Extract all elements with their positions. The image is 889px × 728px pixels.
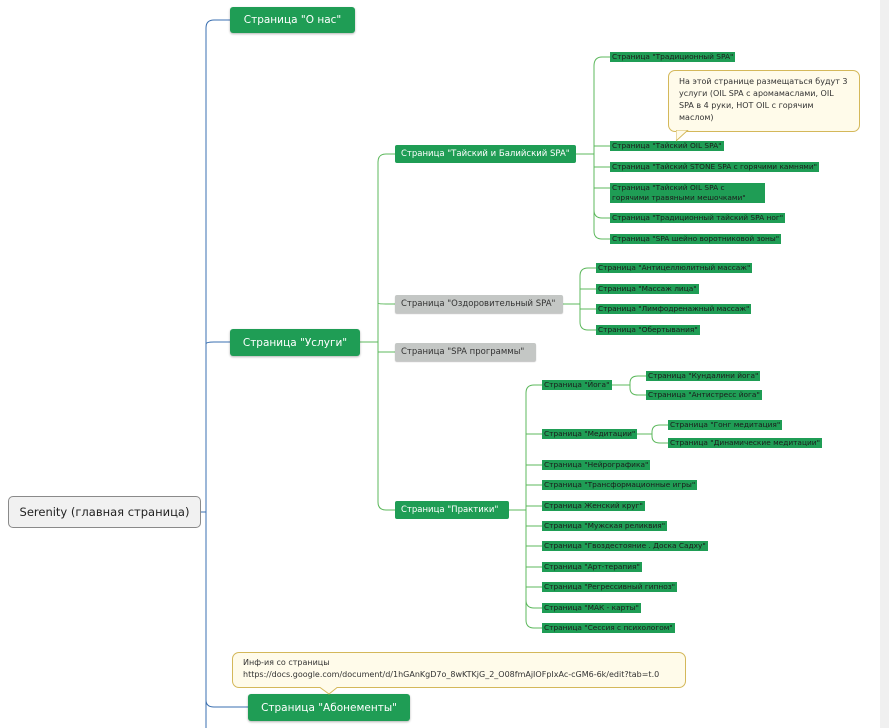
node-spa-programs[interactable]: Страница "SPA программы" <box>395 343 536 361</box>
leaf-practice-1[interactable]: Страница "Трансформационные игры" <box>542 480 698 490</box>
leaf-meditation-1[interactable]: Страница "Динамические медитации" <box>668 438 822 448</box>
connector-root-trunk <box>205 19 230 512</box>
leaf-practice-0[interactable]: Страница "Нейрографика" <box>542 460 651 470</box>
info-note-pointer <box>318 686 340 695</box>
node-services[interactable]: Страница "Услуги" <box>230 329 360 356</box>
leaf-thai-5[interactable]: Страница "SPA шейно воротниковой зоны" <box>610 234 782 244</box>
leaf-meditation-0[interactable]: Страница "Гонг медитация" <box>668 420 783 430</box>
leaf-meditation[interactable]: Страница "Медитации" <box>542 429 638 439</box>
leaf-health-3[interactable]: Страница "Обертывания" <box>596 325 700 335</box>
info-note-line2[interactable]: https://docs.google.com/document/d/1hGAn… <box>243 670 660 679</box>
leaf-practice-4[interactable]: Страница "Гвоздестояние . Доска Садху" <box>542 541 708 551</box>
leaf-health-1[interactable]: Страница "Массаж лица" <box>596 284 699 294</box>
node-subscriptions[interactable]: Страница "Абонементы" <box>248 694 410 721</box>
info-note-line1: Инф-ия со страницы <box>243 658 330 667</box>
connector-root-subs2 <box>205 699 248 708</box>
info-note-callout: Инф-ия со страницы https://docs.google.c… <box>232 652 686 688</box>
leaf-yoga-1[interactable]: Страница "Антистресс йога" <box>646 390 762 400</box>
thai-note-pointer <box>676 130 689 142</box>
leaf-thai-3[interactable]: Страница "Тайский OIL SPA с горячими тра… <box>610 183 765 203</box>
node-health-spa[interactable]: Страница "Оздоровительный SPA" <box>395 295 563 313</box>
leaf-practice-5[interactable]: Страница "Арт-терапия" <box>542 562 642 572</box>
node-about[interactable]: Страница "О нас" <box>230 7 355 33</box>
node-thai-spa[interactable]: Страница "Тайский и Балийский SPA" <box>395 145 576 163</box>
connector-root-services <box>205 341 230 345</box>
leaf-health-0[interactable]: Страница "Антицеллюлитный массаж" <box>596 263 753 273</box>
leaf-practice-6[interactable]: Страница "Регрессивный гипноз" <box>542 582 678 592</box>
leaf-practice-2[interactable]: Страница Женский круг" <box>542 501 645 511</box>
leaf-thai-0[interactable]: Страница "Традиционный SPA" <box>610 52 736 62</box>
leaf-thai-4[interactable]: Страница "Традиционный тайский SPA ног" <box>610 213 786 223</box>
leaf-yoga[interactable]: Страница "Йога" <box>542 380 612 390</box>
vertical-scrollbar[interactable] <box>880 0 889 728</box>
node-practices[interactable]: Страница "Практики" <box>395 501 509 519</box>
leaf-practice-8[interactable]: Страница "Сессия с психологом" <box>542 623 675 633</box>
thai-note-callout: На этой странице размещаться будут 3 усл… <box>668 70 860 132</box>
leaf-health-2[interactable]: Страница "Лимфодренажный массаж" <box>596 304 752 314</box>
leaf-practice-7[interactable]: Страница "МАК - карты" <box>542 603 641 613</box>
leaf-yoga-0[interactable]: Страница "Кундалини йога" <box>646 371 761 381</box>
leaf-practice-3[interactable]: Страница "Мужская реликвия" <box>542 521 668 531</box>
leaf-thai-1[interactable]: Страница "Тайский OIL SPA" <box>610 141 724 151</box>
thai-note-text: На этой странице размещаться будут 3 усл… <box>679 77 848 122</box>
root-node[interactable]: Serenity (главная страница) <box>8 496 201 528</box>
leaf-thai-2[interactable]: Страница "Тайский STONE SPA с горячими к… <box>610 162 820 172</box>
